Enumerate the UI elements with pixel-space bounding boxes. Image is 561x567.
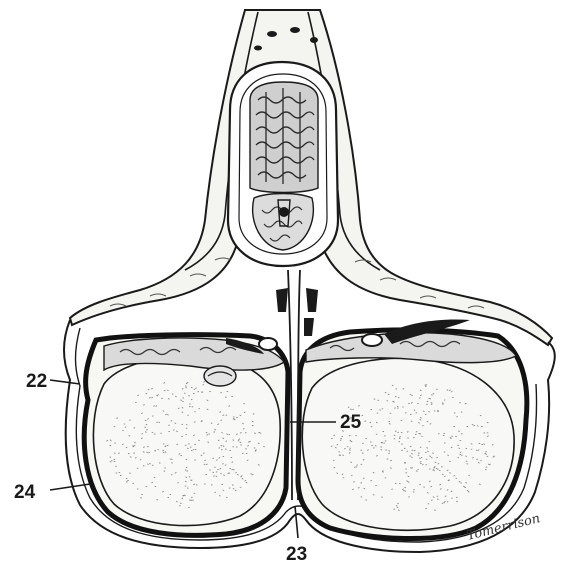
septum-dark-right	[306, 288, 318, 312]
central-vessel	[279, 207, 289, 217]
right-vessel-ring	[362, 334, 382, 346]
leader-23	[295, 506, 298, 538]
label-25: 25	[340, 412, 362, 433]
right-sac	[298, 320, 527, 539]
label-22: 22	[26, 371, 47, 392]
label-24: 24	[14, 482, 36, 503]
upper-oval-structure	[228, 62, 338, 266]
left-testis	[93, 356, 280, 525]
label-23: 23	[286, 544, 307, 565]
septum-dark-left	[276, 288, 288, 312]
left-vessel-ring	[259, 338, 277, 350]
leader-22	[50, 380, 80, 384]
leader-24	[50, 484, 90, 490]
